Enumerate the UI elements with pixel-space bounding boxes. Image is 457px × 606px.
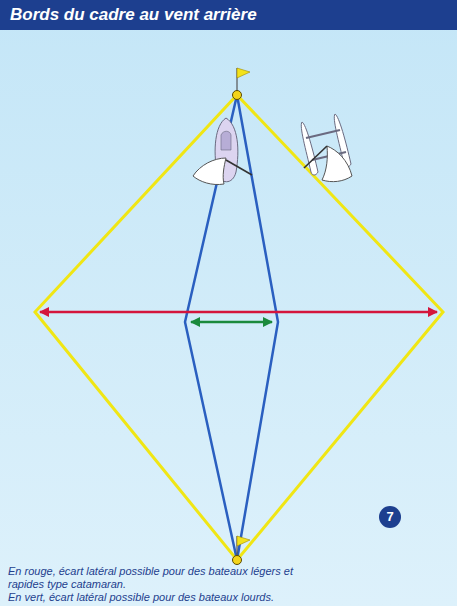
diagram-title: Bords du cadre au vent arrière (0, 0, 457, 30)
caption-note: En vert, écart latéral possible pour des… (8, 591, 348, 604)
heavy-boat-gap (191, 321, 272, 324)
heavy-boat-course (185, 95, 278, 560)
top-mark-buoy (233, 68, 251, 100)
title-bar (0, 0, 457, 30)
caption-note: En rouge, écart latéral possible pour de… (8, 565, 308, 591)
catamaran-boat (301, 114, 352, 182)
light-boat-gap (40, 311, 437, 314)
bottom-mark-buoy (233, 536, 251, 565)
callout-number: 7 (379, 509, 401, 525)
frame-diamond (35, 95, 443, 560)
callout-circle (379, 506, 401, 528)
monohull-boat (193, 118, 252, 185)
